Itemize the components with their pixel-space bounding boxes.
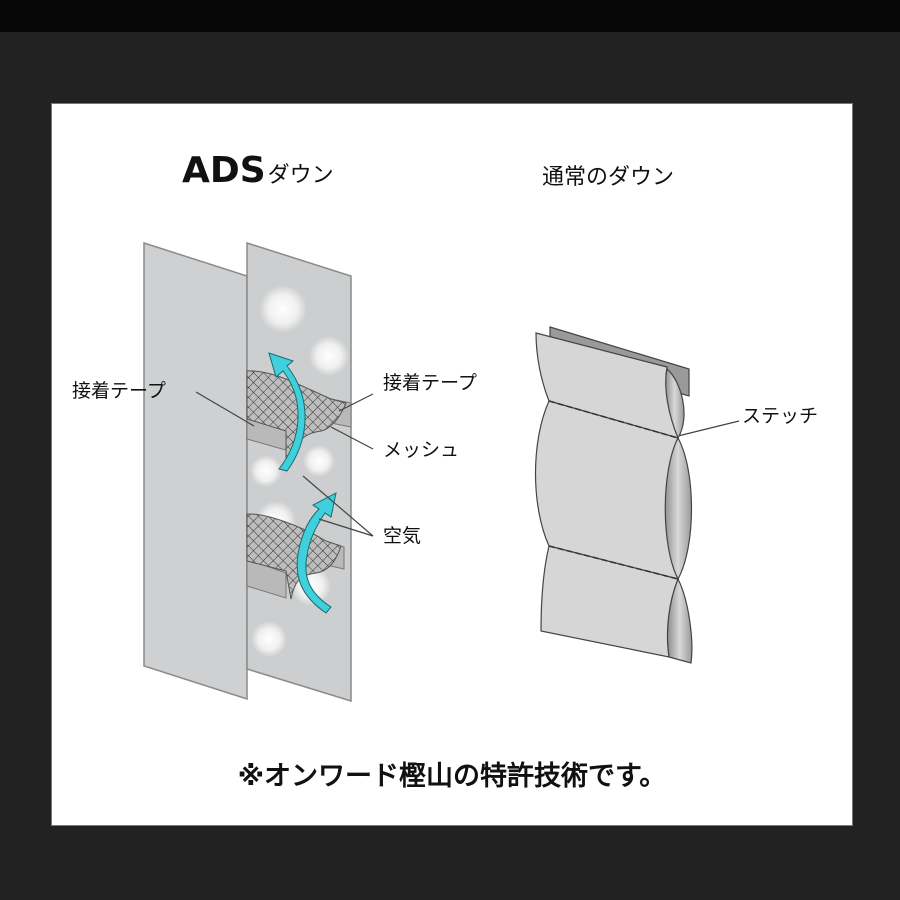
label-adhesive-tape-right: 接着テープ [383, 372, 477, 394]
upper-tape-mesh [246, 370, 352, 460]
stitch-line [548, 400, 679, 439]
top-bar [0, 0, 900, 32]
label-adhesive-tape-left: 接着テープ [72, 380, 166, 402]
ads-title-main: ADS [182, 150, 266, 191]
ads-front-fabric [143, 241, 248, 701]
label-mesh: メッシュ [383, 439, 460, 461]
leader-lines [195, 391, 740, 537]
air-arrow-lower [296, 492, 337, 614]
air-arrow-upper [268, 352, 306, 472]
lower-tape-mesh [246, 513, 345, 600]
normal-down-title: 通常のダウン [542, 165, 675, 190]
diagram-illustration [143, 241, 740, 703]
label-stitch: ステッチ [742, 405, 819, 427]
ads-title-suffix: ダウン [267, 163, 334, 188]
patent-note: ※オンワード樫山の特許技術です。 [237, 761, 667, 792]
normal-down-illustration [534, 326, 693, 664]
diagram-panel: ADSダウン 通常のダウン [51, 103, 853, 826]
label-air: 空気 [383, 525, 422, 547]
ads-down-title: ADSダウン [182, 150, 334, 191]
stitch-line [548, 545, 679, 580]
